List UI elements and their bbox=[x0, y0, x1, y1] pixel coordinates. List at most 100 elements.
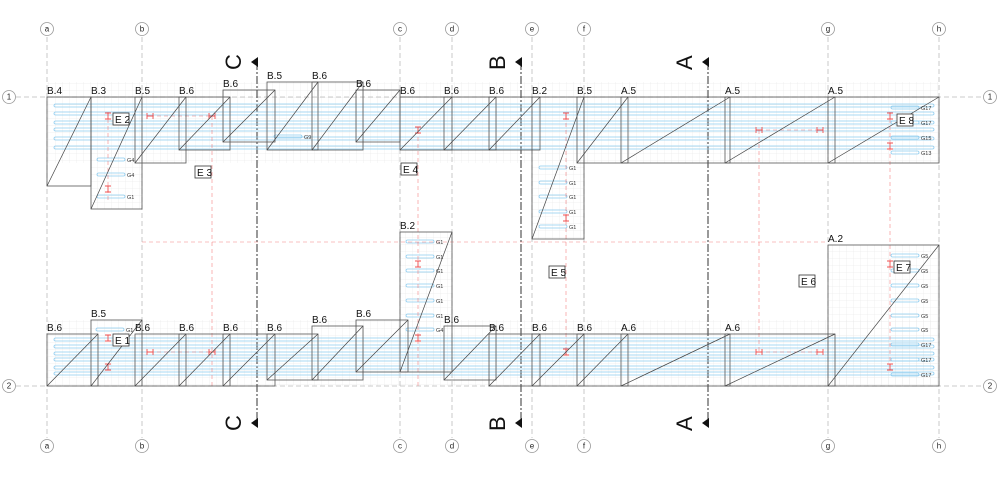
rebar-strip bbox=[890, 253, 920, 258]
rebar-strip bbox=[538, 165, 568, 170]
panel-label: B.6 bbox=[400, 86, 415, 97]
panel-label: B.6 bbox=[267, 323, 282, 334]
panel-top bbox=[178, 96, 231, 151]
rebar-strip bbox=[53, 127, 935, 132]
grid-label-d: d bbox=[450, 25, 454, 34]
element-tag-box bbox=[798, 274, 816, 288]
bar-label: G1 bbox=[569, 195, 576, 201]
fine-grid-area bbox=[532, 150, 584, 239]
panel-bottom bbox=[724, 333, 836, 387]
panel-top bbox=[531, 96, 585, 240]
grid-label-g: g bbox=[826, 25, 830, 34]
dimension-tick-icon bbox=[755, 349, 763, 355]
panel-diagonal bbox=[46, 96, 92, 187]
grid-bubble-2 bbox=[983, 379, 997, 393]
bar-label: G17 bbox=[921, 343, 931, 349]
panel-label: A.5 bbox=[621, 86, 636, 97]
rebar-strip bbox=[890, 357, 920, 362]
panel-label: B.3 bbox=[91, 86, 106, 97]
panel-bottom bbox=[222, 333, 276, 387]
section-marker-A: A bbox=[672, 416, 697, 431]
bar-label: G17 bbox=[921, 358, 931, 364]
panel-top bbox=[620, 96, 731, 164]
rebar-strip bbox=[53, 337, 935, 342]
panel-bottom bbox=[443, 325, 497, 381]
grid-label-1: 1 bbox=[988, 93, 993, 102]
grid-bubble-d bbox=[445, 439, 459, 453]
panel-diagonal bbox=[724, 333, 836, 387]
rebar-strip bbox=[538, 209, 568, 214]
panel-top bbox=[488, 96, 541, 151]
panel-label: B.6 bbox=[312, 71, 327, 82]
grid-label-f: f bbox=[583, 25, 586, 34]
bar-label: G1 bbox=[569, 181, 576, 187]
panel-diagonal bbox=[443, 96, 497, 151]
panel-diagonal bbox=[355, 319, 409, 373]
panel-top bbox=[443, 96, 497, 151]
panel-diagonal bbox=[178, 96, 231, 151]
panel-diagonal bbox=[399, 96, 453, 151]
rebar-strip bbox=[890, 372, 920, 377]
dimension-tick-icon bbox=[755, 127, 763, 133]
dimension-tick-icon bbox=[887, 363, 893, 371]
panel-label: B.2 bbox=[532, 86, 547, 97]
panels-layer bbox=[46, 81, 940, 387]
bar-label: G5 bbox=[921, 299, 928, 305]
bar-label: G1 bbox=[569, 225, 576, 231]
panel-label: B.5 bbox=[91, 309, 106, 320]
grid-bubble-1 bbox=[983, 90, 997, 104]
section-marker-B: B bbox=[485, 55, 510, 70]
panel-label: B.6 bbox=[489, 323, 504, 334]
grid-label-b: b bbox=[140, 25, 145, 34]
bar-label: G15 bbox=[921, 136, 931, 142]
panel-diagonal bbox=[134, 96, 187, 164]
rebar-strip bbox=[538, 224, 568, 229]
rebar-strip bbox=[53, 357, 935, 362]
rebar-strip bbox=[890, 327, 920, 332]
rebar-strip bbox=[53, 120, 935, 125]
grid-label-f: f bbox=[583, 442, 586, 451]
grid-label-2: 2 bbox=[988, 382, 993, 391]
dimension-tick-icon bbox=[415, 260, 421, 268]
panel-top bbox=[399, 96, 453, 151]
panel-diagonal bbox=[222, 333, 276, 387]
dimension-tick-icon bbox=[887, 112, 893, 120]
rebar-strip bbox=[53, 344, 935, 349]
fine-grid-area bbox=[47, 82, 939, 163]
panel-label: B.6 bbox=[489, 86, 504, 97]
panel-label: B.5 bbox=[267, 71, 282, 82]
grid-label-c: c bbox=[398, 25, 402, 34]
bar-label: G5 bbox=[921, 314, 928, 320]
panel-label: A.6 bbox=[621, 323, 636, 334]
rebar-strip bbox=[405, 268, 435, 273]
panel-label: A.5 bbox=[725, 86, 740, 97]
panel-top bbox=[266, 81, 319, 151]
panel-diagonal bbox=[724, 96, 836, 164]
bar-label: G4 bbox=[127, 173, 134, 179]
grid-bubble-f bbox=[577, 439, 591, 453]
panel-diagonal bbox=[355, 89, 401, 143]
element-tag-box bbox=[194, 165, 212, 179]
panel-diagonal bbox=[222, 89, 276, 143]
panel-diagonal bbox=[311, 81, 364, 151]
element-tag: E 7 bbox=[896, 263, 911, 274]
panel-bottom bbox=[531, 333, 585, 387]
panel-top bbox=[134, 96, 187, 164]
section-marker-C: C bbox=[221, 415, 246, 431]
rebar-strip bbox=[53, 371, 935, 376]
grid-label-2: 2 bbox=[7, 382, 12, 391]
grid-bubble-e bbox=[525, 439, 539, 453]
bar-label: G1 bbox=[436, 284, 443, 290]
panel-bottom bbox=[266, 333, 319, 381]
panel-diagonal bbox=[311, 325, 364, 381]
panel-diagonal bbox=[134, 333, 187, 387]
panel-diagonal bbox=[576, 333, 629, 387]
panel-diagonal bbox=[620, 96, 731, 164]
dimension-tick-icon bbox=[415, 334, 421, 342]
panel-bottom bbox=[620, 333, 731, 387]
dimension-tick-icon bbox=[146, 349, 154, 355]
panel-diagonal bbox=[827, 96, 940, 164]
dimension-tick-icon bbox=[887, 260, 893, 268]
panel-label: B.6 bbox=[179, 323, 194, 334]
